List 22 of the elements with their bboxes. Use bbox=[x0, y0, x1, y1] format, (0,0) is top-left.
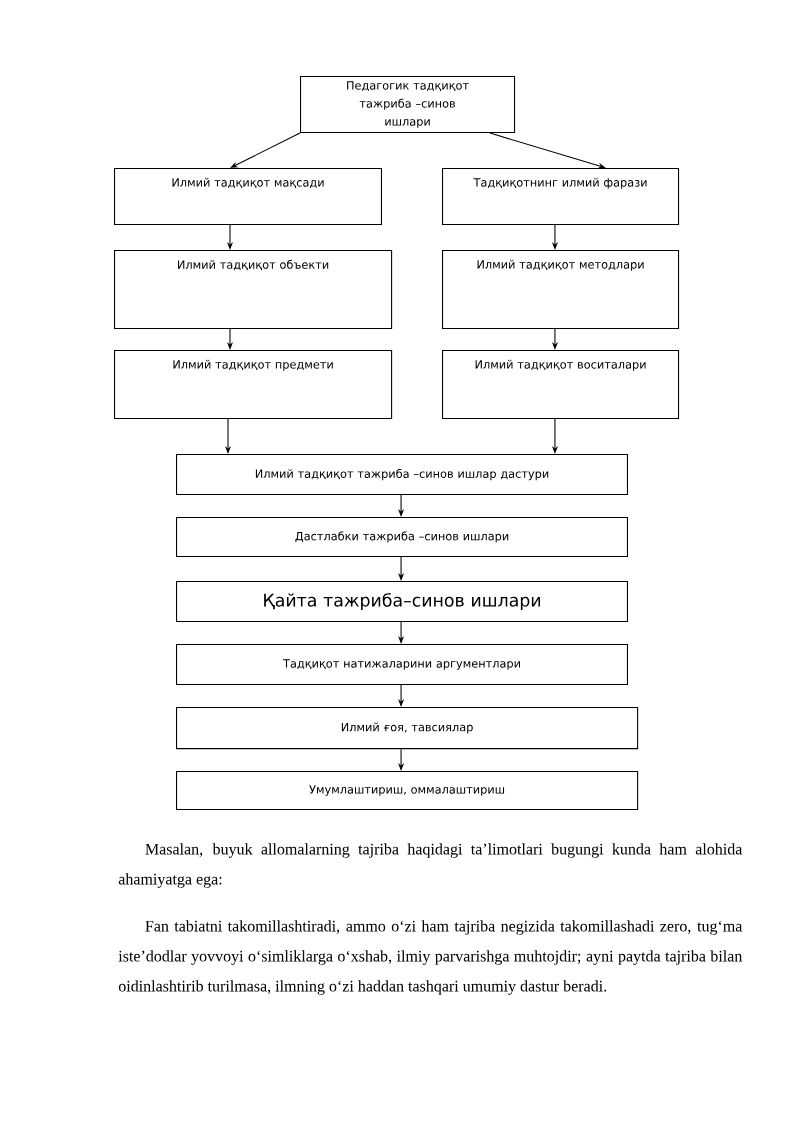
arrow bbox=[398, 748, 405, 771]
process-box: Тадқиқот натижаларини аргументлари bbox=[176, 644, 628, 686]
process-box: Илмий тадқиқот методлари bbox=[442, 250, 680, 330]
paragraph: Fan tabiatni takomillashtiradi, ammo o‘zi ham tajriba negizida takomillashadi zero, tug‘ma iste’dodlar yovvoyi o‘simliklarga o‘xshab, ilmiy parvarishga muhtojdir; ayni paytda tajriba bilan oidinlashtirib turilmasa, ilmning o‘zi haddan tashqari umumiy dastur beradi. bbox=[118, 920, 743, 995]
arrow bbox=[398, 494, 405, 517]
arrow bbox=[398, 684, 405, 707]
process-box: Илмий тадқиқот мақсади bbox=[114, 168, 382, 226]
process-box: Илмий тадқиқот тажриба –синов ишлар дастури bbox=[176, 454, 628, 496]
arrow bbox=[398, 621, 405, 644]
process-box: Педагогик тадқиқот тажриба –синов ишлари bbox=[300, 76, 516, 134]
process-box: Илмий ғоя, тавсиялар bbox=[176, 707, 639, 750]
process-box: Дастлабки тажриба –синов ишлари bbox=[176, 517, 628, 557]
process-box: Қайта тажриба–синов ишлари bbox=[176, 581, 628, 623]
process-box: Илмий тадқиқот воситалари bbox=[442, 350, 680, 420]
process-box: Илмий тадқиқот предмети bbox=[114, 350, 393, 420]
arrow bbox=[398, 556, 405, 581]
paragraph: Masalan, buyuk allomalarning tajriba haqidagi ta’limotlari bugungi kunda ham alohida ahamiyatga ega: bbox=[118, 843, 743, 888]
process-box: Умумлаштириш, оммалаштириш bbox=[176, 771, 639, 811]
process-box: Тадқиқотнинг илмий фарази bbox=[442, 168, 680, 226]
arrow bbox=[230, 132, 301, 168]
process-box: Илмий тадқиқот объекти bbox=[114, 250, 393, 330]
arrow bbox=[489, 132, 606, 169]
